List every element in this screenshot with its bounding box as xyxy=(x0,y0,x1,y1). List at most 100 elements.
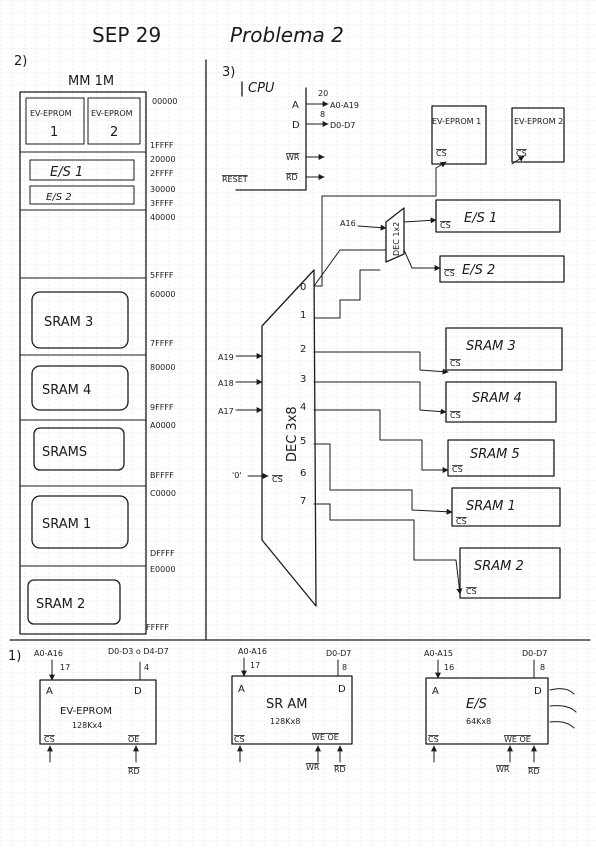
eprom-pin-a: A xyxy=(46,686,53,697)
memory-map-title: MM 1M xyxy=(68,74,114,89)
sram-3-label: SRAM 3 xyxy=(44,315,93,330)
target-sram-2-cs: CS xyxy=(466,587,477,596)
sram-wr: WR xyxy=(306,763,320,772)
target-es-2-label: E/S 2 xyxy=(462,263,495,278)
cpu-bus-d: D0-D7 xyxy=(330,121,355,130)
sram-cs: CS xyxy=(234,735,245,744)
block-sram-2 xyxy=(27,579,121,625)
ev-eprom-1-num: 1 xyxy=(50,125,58,140)
addr-3ffff: 3FFFF xyxy=(150,199,174,208)
decoder-out-2: 2 xyxy=(300,344,306,355)
target-sram-1-label: SRAM 1 xyxy=(466,499,516,514)
eprom-cs: CS xyxy=(44,735,55,744)
addr-20000: 20000 xyxy=(150,155,175,164)
block-sram-5 xyxy=(33,427,125,471)
target-ev-eprom-2-label: EV-EPROM 2 xyxy=(514,117,563,126)
eprom-size: 128Kx4 xyxy=(72,721,102,730)
es-data-width: 8 xyxy=(540,663,545,672)
eprom-addr-bus: A0-A16 xyxy=(34,649,63,658)
target-sram-3 xyxy=(445,327,563,371)
target-es-1-label: E/S 1 xyxy=(464,211,497,226)
es-rd: RD xyxy=(528,767,540,776)
cpu-label: CPU xyxy=(248,81,275,96)
decoder-in-a17: A17 xyxy=(218,407,234,416)
addr-9ffff: 9FFFF xyxy=(150,403,174,412)
es-addr-bus: A0-A15 xyxy=(424,649,453,658)
addr-c0000: C0000 xyxy=(150,489,176,498)
es-cs: CS xyxy=(428,735,439,744)
target-sram-3-label: SRAM 3 xyxy=(466,339,516,354)
block-sram-4 xyxy=(31,365,129,411)
sram-pin-d: D xyxy=(338,684,346,695)
block-es-2 xyxy=(29,185,135,205)
target-sram-2 xyxy=(459,547,561,599)
addr-bffff: BFFFF xyxy=(150,471,174,480)
addr-00000: 00000 xyxy=(152,97,177,106)
es-pin-a: A xyxy=(432,686,439,697)
decoder-cs-label: CS xyxy=(272,475,283,484)
memory-map: MM 1M EV-EPROM 1 EV-EPROM 2 E/S 1 E/S 2 … xyxy=(19,74,177,635)
es-addr-width: 16 xyxy=(444,663,454,672)
block-sram-3 xyxy=(31,291,129,349)
sram-4-label: SRAM 4 xyxy=(42,383,91,398)
addr-5ffff: 5FFFF xyxy=(150,271,174,280)
addr-40000: 40000 xyxy=(150,213,175,222)
sram-1-label: SRAM 1 xyxy=(42,517,91,532)
eprom-rd: RD xyxy=(128,767,140,776)
ev-eprom-2-name: EV-EPROM xyxy=(91,109,133,118)
decoder-out-5: 5 xyxy=(300,436,306,447)
ev-eprom-2-num: 2 xyxy=(110,125,118,140)
section-3-label: 3) xyxy=(222,65,235,80)
target-sram-4-cs: CS xyxy=(450,411,461,420)
decoder-1x2: DEC 1x2 A16 xyxy=(340,207,405,263)
chip-sram: A0-A16 17 D0-D7 8 A D SR AM 128Kx8 CS WE… xyxy=(231,647,353,774)
decoder-out-6: 6 xyxy=(300,468,306,479)
sram-data-bus: D0-D7 xyxy=(326,649,351,658)
target-es-2 xyxy=(439,255,565,283)
es-size: 64Kx8 xyxy=(466,717,491,726)
target-sram-5-label: SRAM 5 xyxy=(470,447,520,462)
target-ev-eprom-1-cs: CS xyxy=(436,149,447,158)
es-2-label: E/S 2 xyxy=(46,192,72,203)
addr-60000: 60000 xyxy=(150,290,175,299)
problem-title: Problema 2 xyxy=(230,23,344,47)
es-we-oe: WE OE xyxy=(504,735,531,744)
decoder-out-3: 3 xyxy=(300,374,306,385)
eprom-addr-width: 17 xyxy=(60,663,70,672)
target-ev-eprom-1 xyxy=(431,105,487,165)
target-sram-5 xyxy=(447,439,555,477)
cpu-pin-d: D xyxy=(292,120,300,131)
addr-2ffff: 2FFFF xyxy=(150,169,174,178)
cpu-bus-a-width: 20 xyxy=(318,89,328,98)
target-sram-4 xyxy=(445,381,557,423)
cpu-block: CPU A A0-A19 20 D D0-D7 8 WR RESET RD xyxy=(222,81,359,191)
es-io-arrows xyxy=(549,688,577,729)
target-es-1-cs: CS xyxy=(440,221,451,230)
target-sram-3-cs: CS xyxy=(450,359,461,368)
date-heading: SEP 29 xyxy=(92,23,161,47)
eprom-oe: OE xyxy=(128,735,139,744)
addr-1ffff: 1FFFF xyxy=(150,141,174,150)
block-ev-eprom: EV-EPROM 1 EV-EPROM 2 xyxy=(25,97,141,145)
sram-2-label: SRAM 2 xyxy=(36,597,85,612)
ev-eprom-1-name: EV-EPROM xyxy=(30,109,72,118)
addr-30000: 30000 xyxy=(150,185,175,194)
cpu-rd: RD xyxy=(286,173,298,182)
target-chips: EV-EPROM 1 CS EV-EPROM 2 CS E/S 1 CS E/S… xyxy=(431,105,565,599)
target-sram-1-cs: CS xyxy=(456,517,467,526)
decoder-label: DEC 3x8 xyxy=(285,406,300,462)
decoder-out-1: 1 xyxy=(300,310,306,321)
target-ev-eprom-1-label: EV-EPROM 1 xyxy=(432,117,481,126)
decoder-in-a19: A19 xyxy=(218,353,234,362)
sram-data-width: 8 xyxy=(342,663,347,672)
small-decoder-in-a16: A16 xyxy=(340,219,356,228)
target-es-1 xyxy=(435,199,561,233)
chip-ev-eprom: A0-A16 17 D0-D3 o D4-D7 4 A D EV-EPROM 1… xyxy=(34,647,169,776)
es-data-bus: D0-D7 xyxy=(522,649,547,658)
decoder-3x8: DEC 3x8 A19 A18 A17 '0' CS 0 1 2 3 4 5 6… xyxy=(218,269,317,607)
target-sram-2-label: SRAM 2 xyxy=(474,559,524,574)
sram-addr-bus: A0-A16 xyxy=(238,647,267,656)
sram-pin-a: A xyxy=(238,684,245,695)
target-ev-eprom-2-cs: CS xyxy=(516,149,527,158)
